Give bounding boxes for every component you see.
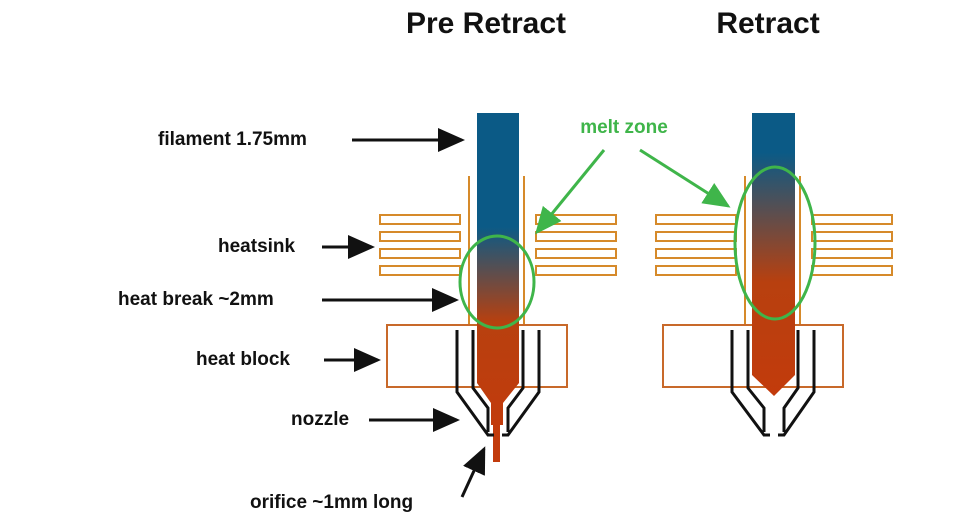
label-orifice: orifice ~1mm long xyxy=(250,492,413,513)
label-filament: filament 1.75mm xyxy=(158,129,307,150)
arrow-orifice xyxy=(460,446,486,498)
pre-retract-assembly xyxy=(379,113,617,462)
pre-filament xyxy=(477,113,519,425)
retract-heatsink-left xyxy=(655,214,737,276)
retract-filament xyxy=(752,113,795,396)
pre-heatsink-right xyxy=(535,214,617,276)
melt-zone-arrow-pre xyxy=(535,149,606,235)
pre-orifice-strand xyxy=(493,420,500,462)
pre-nozzle-outline xyxy=(455,330,541,437)
title-pre-retract: Pre Retract xyxy=(406,7,566,40)
retract-heatsink-right xyxy=(811,214,893,276)
pre-heatsink-left xyxy=(379,214,461,276)
retract-melt-zone-ellipse xyxy=(733,165,817,321)
melt-zone-label: melt zone xyxy=(580,117,668,138)
label-heat-block: heat block xyxy=(196,349,290,370)
label-nozzle: nozzle xyxy=(291,409,349,430)
title-retract: Retract xyxy=(716,7,819,40)
retract-nozzle-outline xyxy=(730,330,816,437)
retract-assembly xyxy=(655,113,893,437)
label-heat-break: heat break ~2mm xyxy=(118,289,274,310)
label-heatsink: heatsink xyxy=(218,236,296,257)
pre-melt-zone-ellipse xyxy=(458,234,536,330)
melt-zone-arrow-retract xyxy=(639,148,731,208)
